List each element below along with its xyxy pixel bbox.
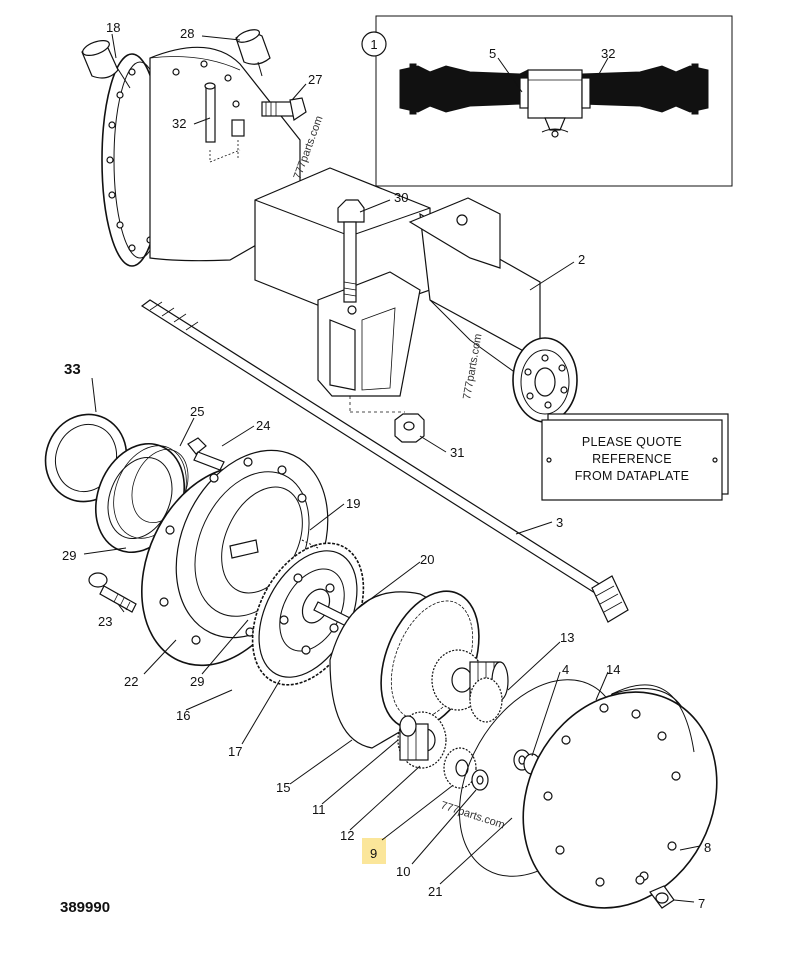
callout-16: 16 xyxy=(176,708,190,723)
dataplate: PLEASE QUOTE REFERENCE FROM DATAPLATE xyxy=(541,413,729,501)
callout-25: 25 xyxy=(190,404,204,419)
callout-9: 9 xyxy=(370,846,377,861)
callout-labels: 18 28 27 32 30 2 33 25 24 31 19 3 29 20 … xyxy=(62,20,711,911)
dataplate-line-1: PLEASE QUOTE xyxy=(582,435,682,449)
callout-11: 11 xyxy=(312,802,326,817)
highlight-marker xyxy=(362,838,386,864)
dataplate-line-3: FROM DATAPLATE xyxy=(575,469,690,483)
callout-14: 14 xyxy=(606,662,620,677)
callout-15: 15 xyxy=(276,780,290,795)
callout-22: 22 xyxy=(124,674,138,689)
planet-gear-rear xyxy=(469,677,503,723)
planet-gear-9 xyxy=(443,747,477,789)
callout-7: 7 xyxy=(698,896,705,911)
callout-24: 24 xyxy=(256,418,270,433)
callout-29-lower: 29 xyxy=(190,674,204,689)
plug-18 xyxy=(81,40,131,89)
washer-4 xyxy=(513,749,541,775)
cover-8 xyxy=(522,684,718,909)
callout-33: 33 xyxy=(64,361,81,378)
leader-lines xyxy=(83,33,701,903)
bolt-23 xyxy=(88,572,137,613)
axle-housing xyxy=(101,46,578,423)
washer-10 xyxy=(471,769,489,791)
shaft-11 xyxy=(399,715,417,737)
callout-23: 23 xyxy=(98,614,112,629)
plug-28 xyxy=(235,29,271,77)
callout-31: 31 xyxy=(450,445,464,460)
callout-3: 3 xyxy=(556,515,563,530)
callout-27: 27 xyxy=(308,72,322,87)
callout-8: 8 xyxy=(704,840,711,855)
pin-32 xyxy=(204,82,245,163)
bolt-30 xyxy=(337,199,365,303)
inset-panel: 1 5 32 xyxy=(361,15,733,187)
callout-28: 28 xyxy=(180,26,194,41)
watermark-2: 777parts.com xyxy=(461,333,484,401)
callout-32: 32 xyxy=(172,116,186,131)
callout-19: 19 xyxy=(346,496,360,511)
pin-19 xyxy=(229,539,319,559)
watermark-3: 777parts.com xyxy=(439,799,506,831)
callout-21: 21 xyxy=(428,884,442,899)
inset-number: 1 xyxy=(370,37,377,52)
callout-17: 17 xyxy=(228,744,242,759)
callout-29-upper: 29 xyxy=(62,548,76,563)
nut-31 xyxy=(394,413,425,443)
callout-30: 30 xyxy=(394,190,408,205)
inset-callout-5: 5 xyxy=(489,46,496,61)
callout-13: 13 xyxy=(560,630,574,645)
callout-20: 20 xyxy=(420,552,434,567)
cover-bolt-holes xyxy=(543,703,681,887)
inset-callout-32: 32 xyxy=(601,46,615,61)
callout-12: 12 xyxy=(340,828,354,843)
drive-shaft-3 xyxy=(140,299,629,623)
callout-18: 18 xyxy=(106,20,120,35)
dataplate-line-2: REFERENCE xyxy=(592,452,672,466)
callout-2: 2 xyxy=(578,252,585,267)
callout-10: 10 xyxy=(396,864,410,879)
bolt-27 xyxy=(261,97,307,121)
callout-4: 4 xyxy=(562,662,569,677)
inset-axle-silhouette xyxy=(399,63,709,138)
bolt-24 xyxy=(187,437,225,471)
drawing-number: 389990 xyxy=(60,899,110,916)
